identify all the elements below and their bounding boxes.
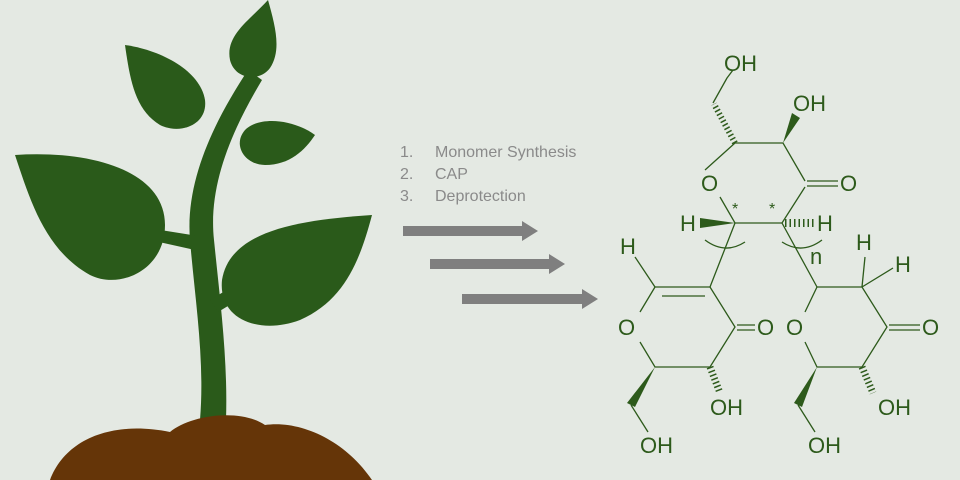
label-star: * — [769, 201, 775, 218]
label-star: * — [732, 201, 738, 218]
leaf-big-right — [221, 215, 372, 326]
step-2: 2.CAP — [400, 166, 468, 183]
label-n: n — [810, 244, 822, 269]
label-h: H — [620, 234, 636, 259]
label-o: O — [840, 171, 857, 196]
leaf-small-right — [239, 120, 315, 165]
arrows — [403, 221, 598, 309]
label-h: H — [895, 252, 911, 277]
label-oh: OH — [724, 51, 757, 76]
label-o: O — [786, 315, 803, 340]
leaf-top — [229, 0, 277, 78]
label-o: O — [618, 315, 635, 340]
label-oh: OH — [793, 91, 826, 116]
label-o: O — [922, 315, 939, 340]
atom-labels: OH OH O O H H * * n H O O OH OH H H O O … — [618, 51, 939, 458]
arrow-2 — [430, 254, 565, 274]
label-h: H — [856, 230, 872, 255]
label-oh: OH — [808, 433, 841, 458]
chemical-structure — [627, 69, 920, 433]
label-o: O — [701, 171, 718, 196]
leaf-big-left — [15, 154, 165, 280]
leaf-mid-left — [125, 45, 206, 129]
step-1: 1.Monomer Synthesis — [400, 144, 577, 161]
plant — [15, 0, 372, 420]
stem — [189, 70, 262, 420]
arrow-1 — [403, 221, 538, 241]
soil — [50, 415, 372, 480]
label-h: H — [817, 211, 833, 236]
step-3: 3.Deprotection — [400, 188, 526, 205]
label-oh: OH — [640, 433, 673, 458]
label-oh: OH — [878, 395, 911, 420]
label-o: O — [757, 315, 774, 340]
label-h: H — [680, 211, 696, 236]
arrow-3 — [462, 289, 598, 309]
label-oh: OH — [710, 395, 743, 420]
